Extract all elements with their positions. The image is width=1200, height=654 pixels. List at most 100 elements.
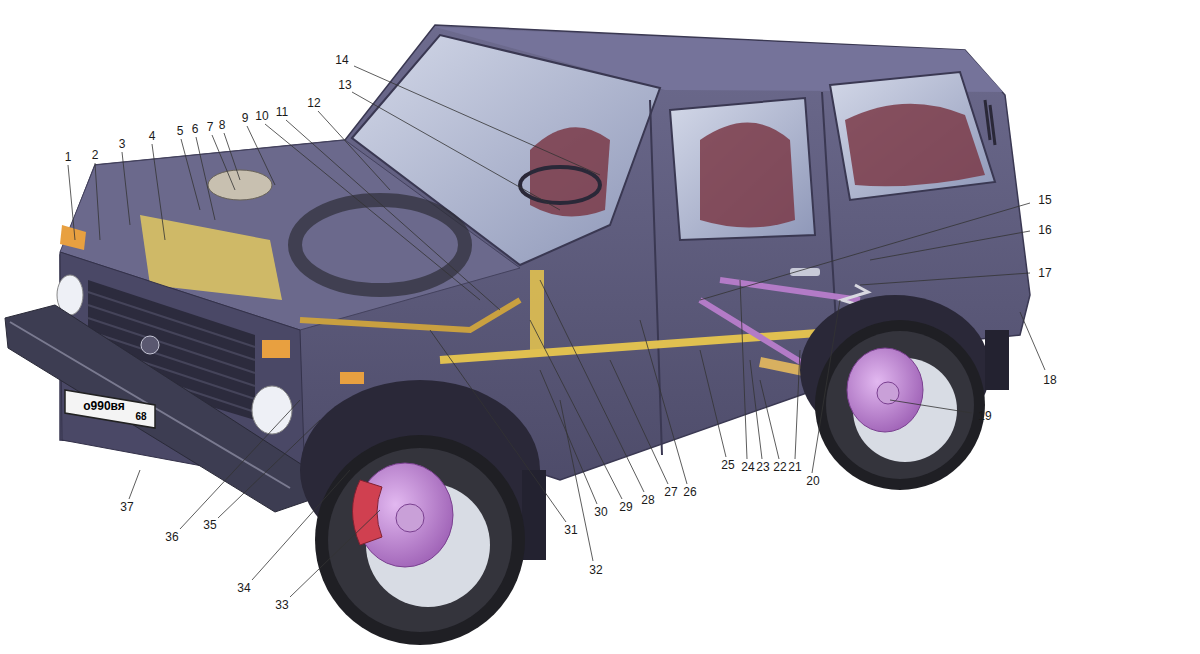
illustration-part bbox=[760, 380, 779, 459]
callout-number: 19 bbox=[978, 410, 991, 422]
illustration-part bbox=[812, 300, 840, 473]
callout-number: 11 bbox=[276, 106, 288, 118]
illustration-part bbox=[540, 280, 644, 492]
illustration-part bbox=[181, 139, 200, 210]
illustration-part bbox=[5, 305, 310, 512]
illustration-part bbox=[295, 200, 465, 290]
callout-number: 23 bbox=[756, 461, 769, 473]
callout-number: 33 bbox=[275, 599, 288, 611]
callout-number: 6 bbox=[192, 123, 199, 135]
illustration-part bbox=[286, 120, 500, 310]
illustration-part bbox=[985, 100, 995, 145]
wheels bbox=[300, 295, 1009, 645]
illustration-part bbox=[540, 370, 597, 504]
callout-number: 18 bbox=[1043, 374, 1056, 386]
illustration-part bbox=[262, 340, 290, 358]
callout-number: 16 bbox=[1038, 224, 1051, 236]
plate-text: 68 bbox=[135, 412, 146, 422]
callout-number: 28 bbox=[641, 494, 654, 506]
illustration-part bbox=[247, 126, 275, 185]
bumper bbox=[5, 305, 310, 512]
illustration-part bbox=[315, 435, 525, 645]
illustration-part bbox=[700, 350, 726, 457]
illustration-part bbox=[300, 300, 520, 330]
illustration-part bbox=[890, 400, 972, 413]
illustration-part bbox=[795, 350, 800, 459]
illustration-part bbox=[352, 92, 560, 210]
illustration-part bbox=[860, 273, 1030, 285]
illustration-part bbox=[530, 320, 622, 499]
callout-number: 37 bbox=[120, 501, 133, 513]
callout-number: 29 bbox=[619, 501, 632, 513]
callout-number: 12 bbox=[307, 97, 320, 109]
callout-number: 2 bbox=[92, 149, 99, 161]
illustration-part bbox=[815, 320, 985, 490]
illustration-part bbox=[560, 400, 593, 561]
illustration-part bbox=[328, 448, 512, 632]
callout-number: 3 bbox=[119, 138, 126, 150]
illustration-part bbox=[129, 470, 140, 499]
callout-number: 32 bbox=[589, 564, 602, 576]
callout-number: 35 bbox=[203, 519, 216, 531]
callout-number: 13 bbox=[338, 79, 351, 91]
illustration-part bbox=[354, 66, 600, 175]
illustration-part bbox=[700, 203, 1030, 300]
illustration-part bbox=[180, 400, 300, 529]
illustration-part bbox=[208, 170, 272, 200]
callout-number: 26 bbox=[683, 486, 696, 498]
illustration-part bbox=[830, 72, 995, 200]
callout-number: 24 bbox=[741, 461, 754, 473]
illustration-part bbox=[252, 470, 350, 580]
callout-number: 25 bbox=[721, 459, 734, 471]
illustration-part bbox=[530, 270, 544, 350]
callout-number: 22 bbox=[773, 461, 786, 473]
callout-number: 10 bbox=[255, 110, 268, 122]
illustration-part bbox=[610, 360, 668, 484]
illustration-part bbox=[826, 331, 974, 479]
illustration-part bbox=[640, 320, 687, 484]
leader-lines bbox=[68, 66, 1045, 597]
illustration-part bbox=[845, 104, 985, 187]
illustration-part bbox=[522, 470, 546, 560]
callout-number: 5 bbox=[177, 125, 184, 137]
callout-number: 8 bbox=[219, 119, 226, 131]
illustration-part bbox=[95, 163, 100, 240]
illustration-part bbox=[290, 510, 380, 597]
illustration-part bbox=[1020, 312, 1045, 370]
callout-number: 34 bbox=[237, 582, 250, 594]
illustration-part bbox=[212, 135, 235, 190]
callout-number: 21 bbox=[788, 461, 801, 473]
illustration-part bbox=[870, 231, 1030, 260]
illustration-part bbox=[352, 35, 660, 265]
plate-text: о990вя bbox=[83, 400, 125, 412]
illustration-part bbox=[430, 330, 566, 522]
illustration-part bbox=[670, 98, 815, 240]
callout-number: 4 bbox=[149, 130, 156, 142]
callout-number: 36 bbox=[165, 531, 178, 543]
illustration-part bbox=[152, 144, 165, 240]
callout-number: 30 bbox=[594, 506, 607, 518]
illustration-part bbox=[396, 504, 424, 532]
illustration-part bbox=[141, 336, 159, 354]
illustration-part bbox=[985, 330, 1009, 390]
illustration-part bbox=[750, 360, 762, 459]
illustration-part bbox=[740, 280, 747, 459]
callout-number: 31 bbox=[564, 524, 577, 536]
illustration-part bbox=[318, 111, 390, 190]
illustration-part bbox=[68, 165, 75, 240]
illustration-part bbox=[265, 124, 480, 300]
illustration-part bbox=[196, 137, 215, 220]
callout-number: 27 bbox=[664, 486, 677, 498]
illustration-part bbox=[60, 225, 86, 250]
illustration-part bbox=[847, 348, 923, 432]
illustration-part bbox=[340, 372, 364, 384]
illustration-part bbox=[520, 167, 600, 203]
callout-number: 14 bbox=[335, 54, 348, 66]
illustration-part bbox=[65, 390, 155, 428]
callout-number: 9 bbox=[242, 112, 249, 124]
illustration-part bbox=[10, 322, 290, 488]
callout-number: 15 bbox=[1038, 194, 1051, 206]
illustration-part bbox=[224, 133, 240, 180]
